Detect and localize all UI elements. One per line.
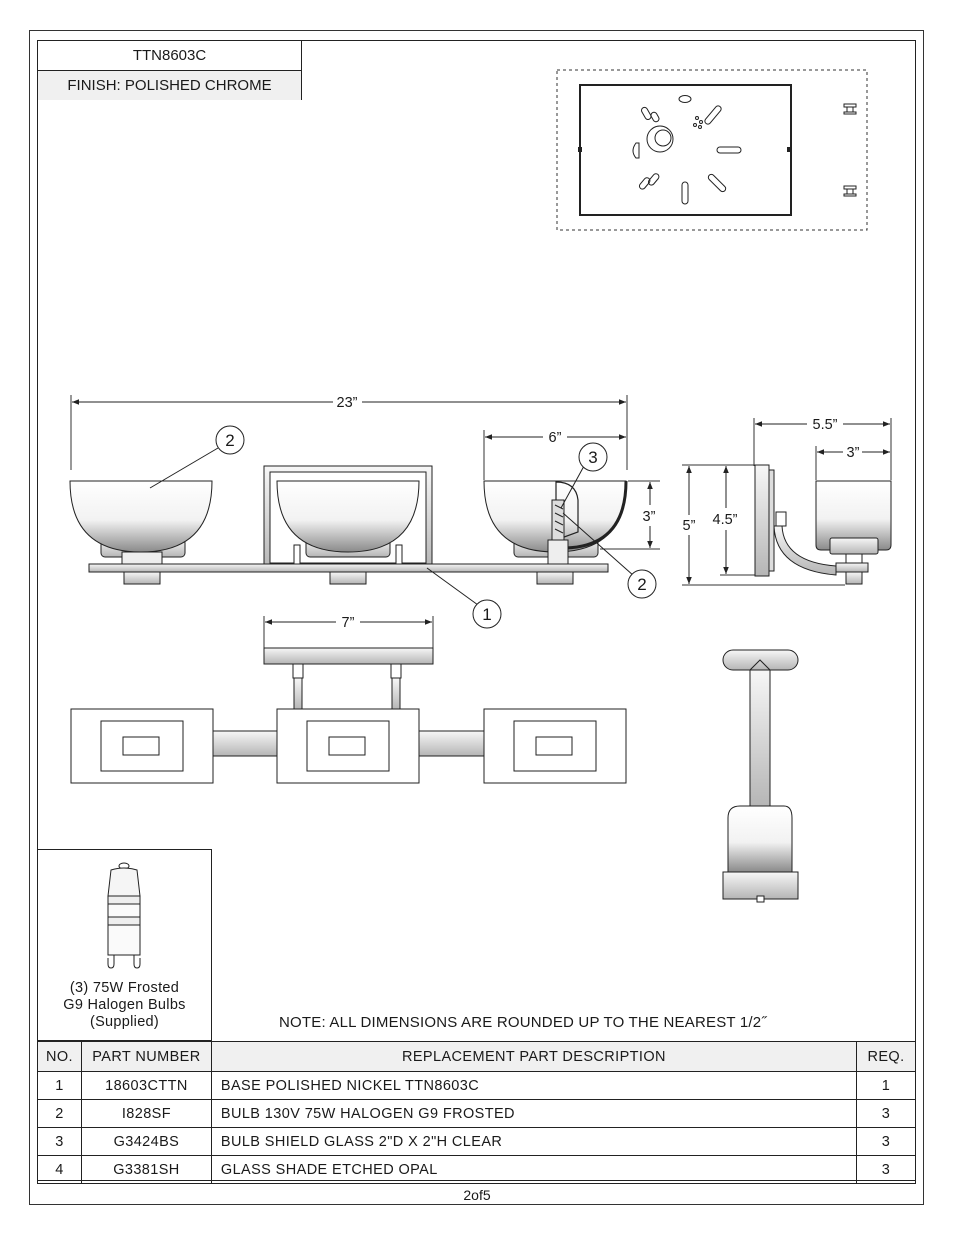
parts-table-header: NO. PART NUMBER REPLACEMENT PART DESCRIP… <box>37 1041 916 1072</box>
g9-bulb-icon <box>107 862 141 969</box>
row-part-number: I828SF <box>80 1099 212 1128</box>
bulb-caption-line1: (3) 75W Frosted <box>69 980 180 996</box>
callout-shade: 2 <box>225 431 234 450</box>
page-number: 2of5 <box>463 1187 491 1203</box>
row-no: 2 <box>37 1099 82 1128</box>
top-view: 7” <box>70 615 627 784</box>
model-number: TTN8603C <box>132 47 207 64</box>
row-no: 1 <box>37 1071 82 1100</box>
dim-overall-width: 23” <box>337 395 358 411</box>
row-description: GLASS SHADE ETCHED OPAL <box>210 1155 858 1184</box>
dim-height-total: 5” <box>683 518 696 534</box>
side-view: 5.5” 3” 5” 4.5” <box>682 417 892 586</box>
callout-bulb: 2 <box>637 575 646 594</box>
row-part-number: G3424BS <box>80 1127 212 1156</box>
dim-depth-total: 5.5” <box>813 417 838 433</box>
bulb-caption-line2: G9 Halogen Bulbs <box>63 997 186 1013</box>
col-no: NO. <box>37 1041 82 1072</box>
row-part-number: G3381SH <box>80 1155 212 1184</box>
finish-label: FINISH: POLISHED CHROME <box>38 70 301 100</box>
bulb-panel: (3) 75W Frosted G9 Halogen Bulbs (Suppli… <box>37 849 212 1041</box>
table-row: 2 I828SF BULB 130V 75W HALOGEN G9 FROSTE… <box>37 1099 916 1128</box>
row-description: BULB 130V 75W HALOGEN G9 FROSTED <box>210 1099 858 1128</box>
col-req: REQ. <box>856 1041 916 1072</box>
row-req: 3 <box>856 1155 916 1184</box>
table-row: 1 18603CTTN BASE POLISHED NICKEL TTN8603… <box>37 1071 916 1100</box>
parts-table: NO. PART NUMBER REPLACEMENT PART DESCRIP… <box>37 1041 916 1184</box>
bulb-caption: (3) 75W Frosted G9 Halogen Bulbs (Suppli… <box>37 980 212 1031</box>
callout-base: 1 <box>482 605 491 624</box>
title-block: TTN8603C FINISH: POLISHED CHROME <box>37 40 302 100</box>
dim-depth-shade: 3” <box>847 445 860 461</box>
row-req: 3 <box>856 1127 916 1156</box>
dimension-note: NOTE: ALL DIMENSIONS ARE ROUNDED UP TO T… <box>279 1014 767 1031</box>
table-row: 3 G3424BS BULB SHIELD GLASS 2"D X 2"H CL… <box>37 1127 916 1156</box>
row-req: 1 <box>856 1071 916 1100</box>
page-outer-frame <box>29 30 924 1205</box>
dim-height-plate: 4.5” <box>713 512 738 528</box>
col-part-number: PART NUMBER <box>80 1041 212 1072</box>
dim-shade-width: 6” <box>549 430 562 446</box>
row-part-number: 18603CTTN <box>80 1071 212 1100</box>
dim-backplate-width: 7” <box>342 615 355 631</box>
mounting-plate-detail <box>556 69 868 231</box>
dim-shade-height: 3” <box>643 509 656 525</box>
callout-shield: 3 <box>588 448 597 467</box>
col-description: REPLACEMENT PART DESCRIPTION <box>210 1041 858 1072</box>
row-no: 3 <box>37 1127 82 1156</box>
row-description: BASE POLISHED NICKEL TTN8603C <box>210 1071 858 1100</box>
side-plan-view <box>722 649 799 903</box>
row-description: BULB SHIELD GLASS 2"D X 2"H CLEAR <box>210 1127 858 1156</box>
table-row: 4 G3381SH GLASS SHADE ETCHED OPAL 3 <box>37 1155 916 1184</box>
bulb-caption-line3: (Supplied) <box>89 1014 160 1030</box>
row-no: 4 <box>37 1155 82 1184</box>
front-view: 23” 6” 3” <box>69 395 660 629</box>
row-req: 3 <box>856 1099 916 1128</box>
